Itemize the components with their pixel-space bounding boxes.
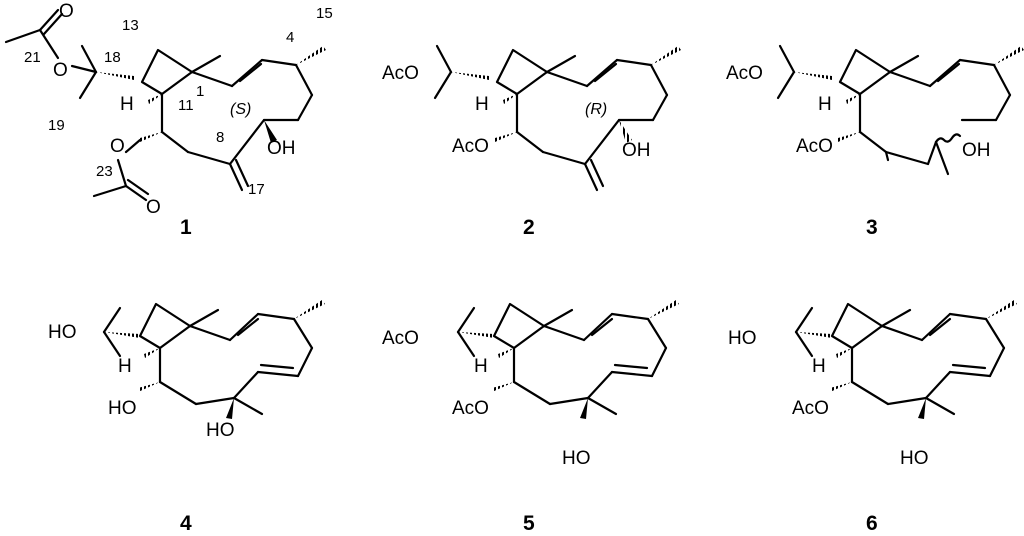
- oh-label: OH: [622, 140, 651, 161]
- h-label: H: [475, 94, 489, 115]
- ester-oxygen-label: O: [53, 60, 68, 81]
- compound-4-skeleton: [102, 298, 327, 421]
- aco-label: AcO: [452, 136, 489, 157]
- ho-label: HO: [728, 328, 757, 349]
- carbon-number-8: 8: [216, 129, 224, 146]
- h-label: H: [812, 356, 826, 377]
- ho-label: HO: [562, 448, 591, 469]
- aco-label: AcO: [382, 328, 419, 349]
- carbon-number-13: 13: [122, 17, 139, 34]
- h-label: H: [818, 94, 832, 115]
- c8-c17-bond: [228, 162, 244, 192]
- aco-label: AcO: [452, 398, 489, 419]
- c21-bond: [38, 28, 60, 60]
- compound-number: 1: [180, 216, 192, 239]
- compound-2: AcO AcO H OH (R) 2: [382, 44, 683, 239]
- aco-label: AcO: [796, 136, 833, 157]
- compound-3: AcO AcO H OH 3: [726, 44, 1024, 239]
- oh-wedge: [264, 120, 277, 143]
- compound-6-skeleton: [794, 298, 1019, 421]
- h-label: H: [118, 356, 132, 377]
- c18-methyl-bond: [80, 44, 98, 74]
- stereo-descriptor: (R): [585, 101, 607, 118]
- compound-5: AcO AcO HO H 5: [382, 298, 681, 535]
- c19-bond: [78, 70, 98, 100]
- compound-6: HO AcO HO H 6: [728, 298, 1019, 535]
- compound-4: HO HO HO H 4: [48, 298, 327, 535]
- ho-label: HO: [48, 322, 77, 343]
- compound-number: 6: [866, 512, 878, 535]
- compound-number: 2: [523, 216, 535, 239]
- stereo-descriptor: (S): [230, 101, 251, 118]
- h-label: H: [120, 94, 134, 115]
- compound-3-skeleton: [836, 44, 1024, 166]
- ho-label: HO: [108, 398, 137, 419]
- compound-number: 4: [180, 512, 192, 535]
- carbonyl-oxygen-label: O: [146, 197, 161, 218]
- compound-1: OH H (S) O O O O 15 4 13 18 21 1 11 19 8…: [4, 1, 333, 239]
- compound-5-skeleton: [456, 298, 681, 421]
- compound-number: 3: [866, 216, 878, 239]
- ho-label: HO: [206, 420, 235, 441]
- compound-number: 5: [523, 512, 535, 535]
- carbon-number-4: 4: [286, 29, 294, 46]
- carbon-number-21: 21: [24, 49, 41, 66]
- wavy-bond: [934, 133, 962, 144]
- oh-label: OH: [267, 138, 296, 159]
- oh-label: OH: [962, 140, 991, 161]
- carbon-number-19: 19: [48, 117, 65, 134]
- carbon-number-1: 1: [196, 83, 204, 100]
- ester-oxygen-label: O: [110, 136, 125, 157]
- carbon-number-15: 15: [316, 5, 333, 22]
- carbon-number-18: 18: [104, 49, 121, 66]
- aco-label: AcO: [726, 63, 763, 84]
- carbon-number-23: 23: [96, 163, 113, 180]
- h-label: H: [474, 356, 488, 377]
- carbonyl-oxygen-label: O: [59, 1, 74, 22]
- c8-c9-bond: [228, 118, 266, 166]
- aco-label: AcO: [382, 63, 419, 84]
- carbon-number-11: 11: [178, 97, 194, 114]
- ho-label: HO: [900, 448, 929, 469]
- aco-label: AcO: [792, 398, 829, 419]
- carbon-number-17: 17: [248, 181, 265, 198]
